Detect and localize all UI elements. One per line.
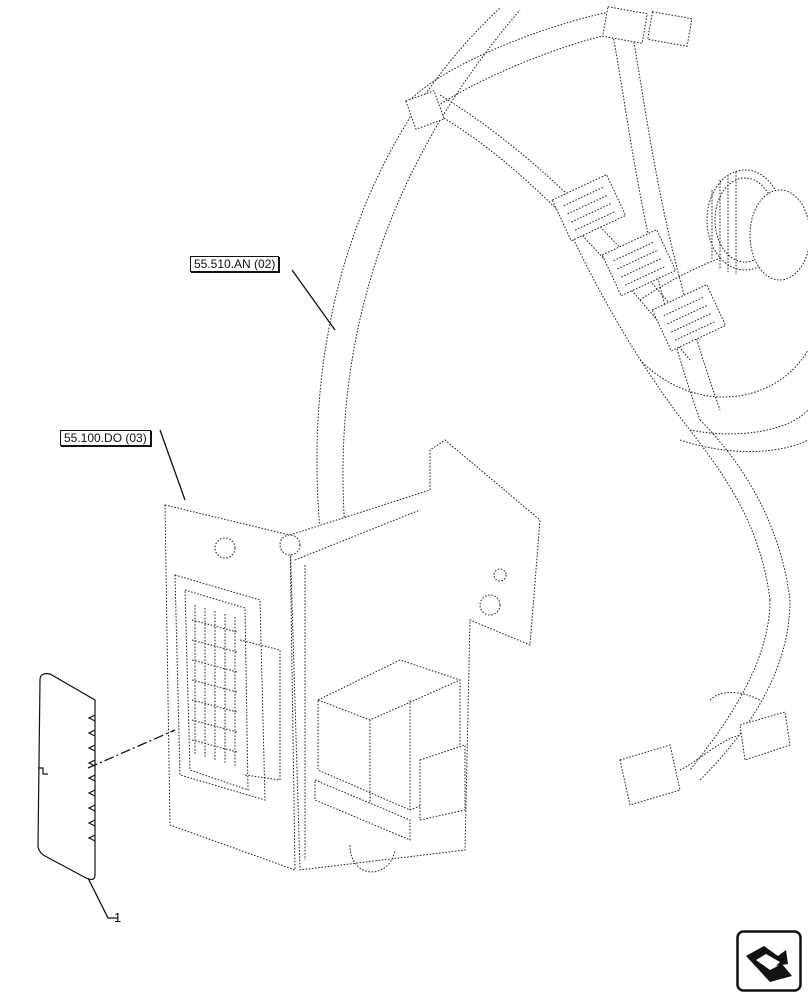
upper-harness [316, 7, 808, 781]
round-connector [706, 169, 808, 281]
leader-harness [291, 269, 336, 331]
harness-label-tags [551, 173, 727, 352]
ref-label-connector[interactable]: 55.100.DO (03) [60, 430, 151, 446]
leader-item-1 [87, 877, 118, 919]
ref-label-harness[interactable]: 55.510.AN (02) [190, 256, 280, 272]
cover-part-1 [37, 673, 96, 881]
alignment-line [87, 729, 176, 769]
multipin-connector [174, 574, 281, 801]
lower-connectors [619, 692, 791, 806]
callout-item-1: 1 [114, 910, 122, 925]
harness-clips [405, 6, 693, 130]
relay-block [314, 659, 466, 841]
connector-pins [191, 605, 238, 767]
leader-connector [159, 429, 186, 501]
next-page-arrow-icon[interactable] [736, 930, 802, 992]
